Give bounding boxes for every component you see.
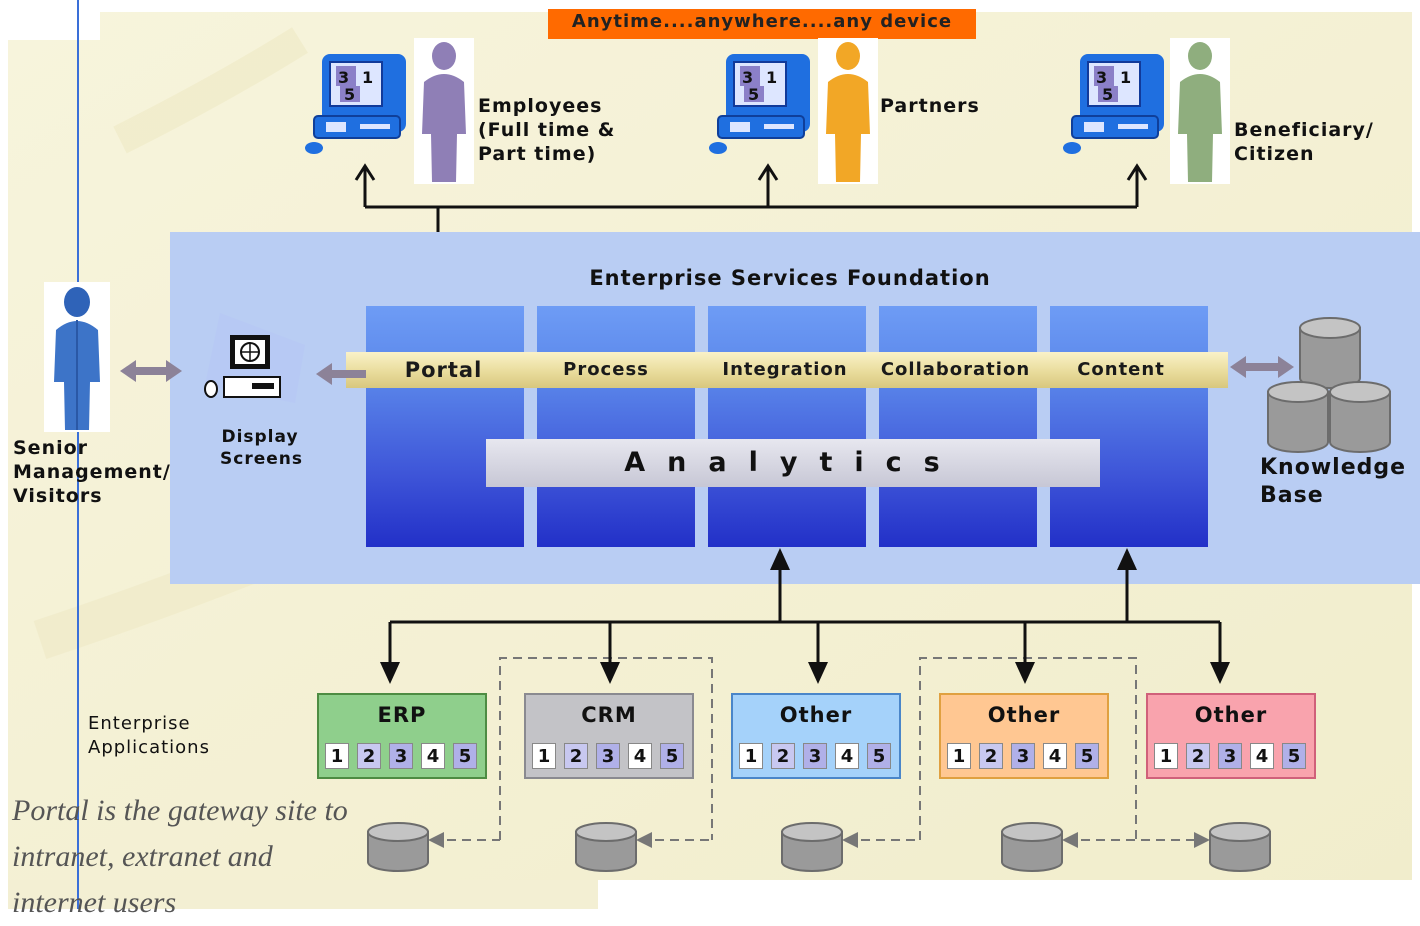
- senior-arrow: [120, 360, 182, 382]
- app-title: ERP: [377, 703, 427, 727]
- person-icon: [1170, 38, 1230, 184]
- screen-number: 5: [1102, 85, 1113, 104]
- app-cell: 1: [1154, 743, 1178, 769]
- service-label-collaboration: Collaboration: [880, 359, 1031, 380]
- person-icon: [818, 38, 878, 184]
- service-label-integration: Integration: [722, 359, 848, 380]
- display-screen-icon: [204, 313, 305, 403]
- app-cell: 2: [771, 743, 795, 769]
- senior-label: Senior Management/ Visitors: [13, 437, 171, 507]
- app-cell: 3: [1218, 743, 1242, 769]
- senior-figure: [44, 282, 110, 432]
- service-label-process: Process: [563, 359, 649, 380]
- app-cell: 5: [453, 743, 477, 769]
- service-column-portal: [366, 306, 524, 547]
- caption: Portal is the gateway site to intranet, …: [12, 794, 348, 919]
- services-band: Portal Process Integration Collaboration…: [346, 352, 1228, 388]
- enterprise-apps-label: Enterprise Applications: [88, 713, 210, 758]
- app-cell: 3: [803, 743, 827, 769]
- screen-number: 1: [766, 68, 777, 87]
- analytics-bar: Analytics: [486, 439, 1100, 487]
- app-cell: 4: [421, 743, 445, 769]
- app-cell: 3: [1011, 743, 1035, 769]
- screen-number: 1: [362, 68, 373, 87]
- database-stack-icon: [1267, 317, 1391, 453]
- app-cell: 5: [660, 743, 684, 769]
- app-cell: 3: [596, 743, 620, 769]
- user-group-label: Employees (Full time & Part time): [478, 95, 616, 165]
- display-screens-label: Display Screens: [220, 427, 303, 469]
- service-column-content: [1050, 306, 1208, 547]
- person-icon: [414, 38, 474, 184]
- guide-line: [77, 0, 79, 909]
- display-arrow: [316, 363, 366, 385]
- service-label-content: Content: [1077, 359, 1165, 380]
- app-cell: 4: [628, 743, 652, 769]
- app-cell: 4: [835, 743, 859, 769]
- app-cell: 1: [947, 743, 971, 769]
- app-cell: 3: [389, 743, 413, 769]
- kb-arrow: [1230, 356, 1294, 378]
- app-cell: 2: [979, 743, 1003, 769]
- app-cell: 1: [325, 743, 349, 769]
- screen-number: 5: [344, 85, 355, 104]
- screen-number: 1: [1120, 68, 1131, 87]
- app-title: CRM: [581, 703, 637, 727]
- app-cell: 2: [564, 743, 588, 769]
- screen-number: 3: [338, 68, 349, 87]
- service-column-process: [537, 306, 695, 547]
- app-cell: 2: [357, 743, 381, 769]
- app-cell: 4: [1250, 743, 1274, 769]
- screen-number: 3: [1096, 68, 1107, 87]
- screen-number: 3: [742, 68, 753, 87]
- knowledge-base-label: Knowledge Base: [1260, 455, 1407, 508]
- service-column-collaboration: [879, 306, 1037, 547]
- app-title: Other: [1194, 703, 1268, 727]
- service-label-portal: Portal: [404, 358, 483, 382]
- app-cell: 2: [1186, 743, 1210, 769]
- user-group-label: Beneficiary/ Citizen: [1234, 119, 1374, 165]
- service-column-integration: [708, 306, 866, 547]
- app-cell: 5: [867, 743, 891, 769]
- app-cell: 5: [1282, 743, 1306, 769]
- screen-number: 5: [748, 85, 759, 104]
- app-cell: 4: [1043, 743, 1067, 769]
- app-title: Other: [987, 703, 1061, 727]
- app-cell: 5: [1075, 743, 1099, 769]
- banner: Anytime....anywhere....any device: [548, 9, 976, 39]
- foundation-title: Enterprise Services Foundation: [589, 266, 991, 290]
- user-group-label: Partners: [880, 95, 980, 117]
- app-title: Other: [779, 703, 853, 727]
- app-cell: 1: [739, 743, 763, 769]
- app-cell: 1: [532, 743, 556, 769]
